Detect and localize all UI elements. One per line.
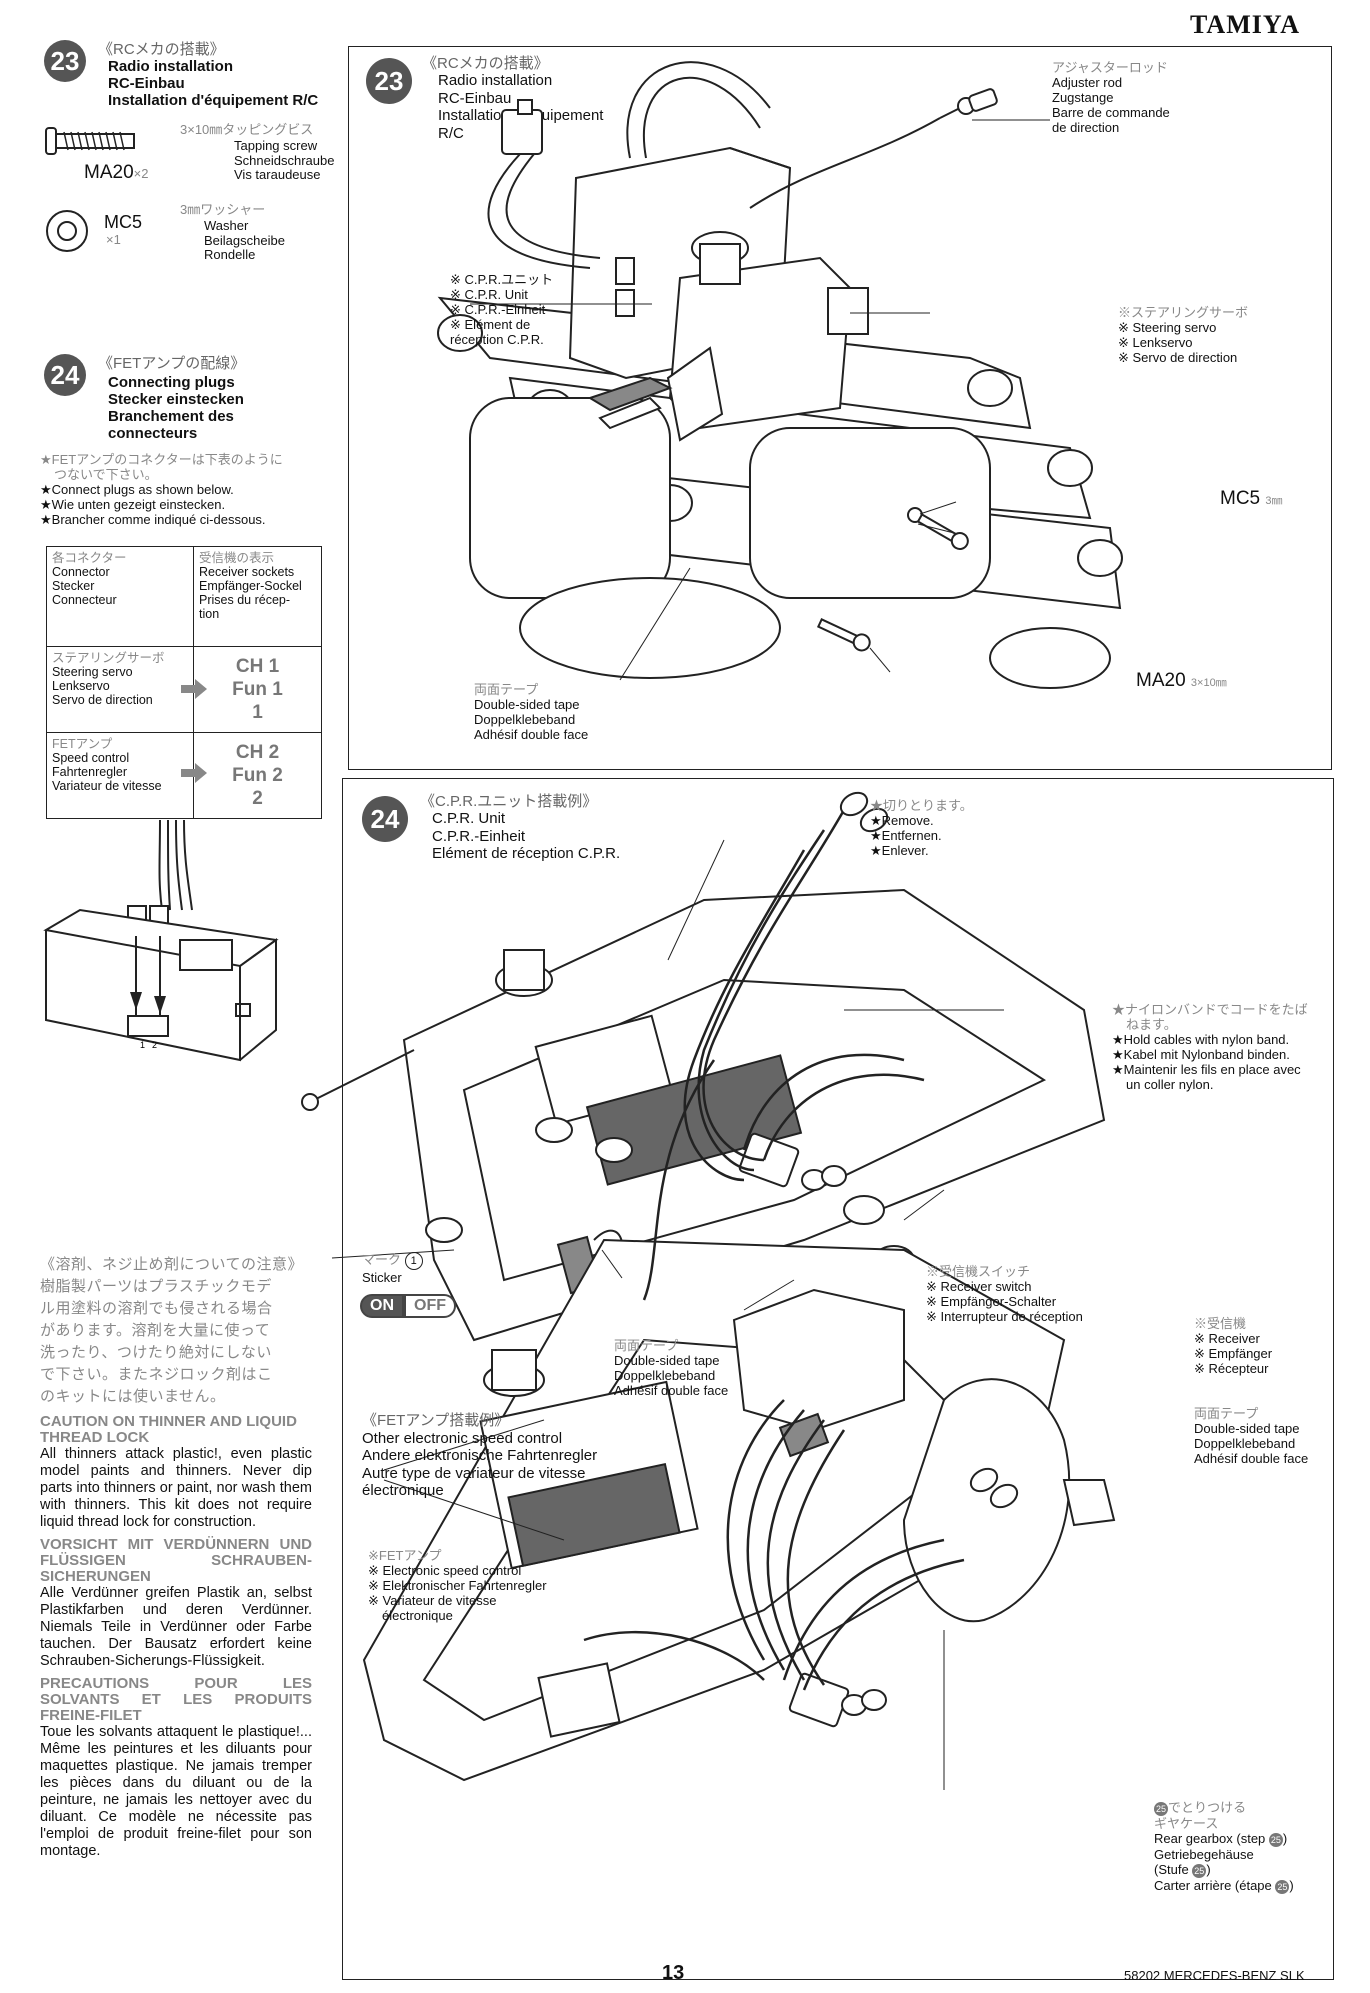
callout-fet: ※FETアンプ ※ Electronic speed control ※ Ele…: [368, 1548, 547, 1623]
caution-body-de: Alle Verdünner greifen Plastik an, selbs…: [40, 1585, 312, 1669]
chassis-radio-drawing: [437, 61, 1123, 689]
on-off-sticker: ON OFF: [360, 1294, 456, 1318]
caution-body-fr: Toue les solvants attaquent le plastique…: [40, 1724, 312, 1859]
table-row: FETアンプ Speed control Fahrtenregler Varia…: [46, 732, 322, 819]
caution-block: 《溶剤、ネジ止め剤についての注意》 樹脂製パーツはプラスチックモデ ル用塗料の溶…: [40, 1254, 312, 1860]
caution-title-de: VORSICHT MIT VERDÜNNERN UND FLÜSSIGEN SC…: [40, 1536, 312, 1585]
callout-receiver: ※受信機 ※ Receiver ※ Empfänger ※ Récepteur: [1194, 1316, 1273, 1376]
washer-names: Washer Beilagscheibe Rondelle: [204, 218, 285, 262]
step-number-badge: 23: [44, 40, 86, 82]
brand-logo: TAMIYA: [1190, 10, 1301, 39]
washer-code: MC5: [104, 212, 143, 232]
caution-title-fr: PRECAUTIONS POUR LES SOLVANTS ET LES PRO…: [40, 1675, 312, 1724]
step-title-de: RC-Einbau: [108, 75, 185, 92]
callout-nylon-band: ★ナイロンバンドでコードをたば ねます。 ★Hold cables with n…: [1112, 1002, 1308, 1092]
connector-table: 各コネクター Connector Stecker Connecteur 受信機の…: [46, 546, 322, 819]
arrow-right-icon: [181, 679, 207, 699]
step-title-fr: connecteurs: [108, 425, 198, 442]
screw-names: Tapping screw Schneidschraube Vis taraud…: [234, 138, 335, 182]
callout-receiver-switch: ※受信機スイッチ ※ Receiver switch ※ Empfänger-S…: [926, 1264, 1083, 1324]
table-header-receiver: 受信機の表示 Receiver sockets Empfänger-Sockel…: [193, 546, 322, 647]
step-titles: C.P.R. Unit C.P.R.-Einheit Elément de ré…: [432, 810, 621, 862]
step-number-badge: 24: [362, 796, 408, 842]
table-header-connector: 各コネクター Connector Stecker Connecteur: [46, 546, 194, 647]
step-title-jp: 《RCメカの搭載》: [98, 41, 225, 58]
step-number-badge: 24: [44, 354, 86, 396]
callout-tape-1: 両面テープ Double-sided tape Doppelklebeband …: [614, 1338, 729, 1398]
callout-steering-servo: ※ステアリングサーボ ※ Steering servo ※ Lenkservo …: [1118, 305, 1249, 365]
screw-code: MA20×2: [84, 162, 149, 183]
tapping-screw-icon: [45, 127, 135, 155]
connect-note: ★FETアンプのコネクターは下表のように つないで下さい。 ★Connect p…: [40, 452, 283, 527]
step-title-de: Stecker einstecken: [108, 391, 244, 408]
step-number-badge: 23: [366, 58, 412, 104]
callout-double-sided-tape: 両面テープ Double-sided tape Doppelklebeband …: [474, 682, 589, 742]
receiver-plug-diagram: 1 2: [43, 819, 279, 1062]
washer-size-jp: 3㎜ワッシャー: [180, 202, 266, 217]
callout-sticker: マーク 1 Sticker: [362, 1252, 423, 1285]
panel-step24: [342, 778, 1334, 1980]
step-title-fr: Branchement des: [108, 408, 234, 425]
callout-remove: ★切りとります。 ★Remove. ★Entfernen. ★Enlever.: [870, 798, 973, 858]
caution-title-en: CAUTION ON THINNER AND LIQUID THREAD LOC…: [40, 1413, 297, 1446]
screw-size-jp: 3×10㎜タッピングビス: [180, 122, 314, 137]
step-title-fr: Installation d'équipement R/C: [108, 92, 319, 109]
arrow-right-icon: [181, 763, 207, 783]
step-title-en: Radio installation: [108, 58, 234, 75]
step-title-jp: 《FETアンプの配線》: [98, 355, 246, 372]
step-title-en: Connecting plugs: [108, 374, 235, 391]
cpr-installation-drawing: [301, 791, 1116, 1790]
table-row: ステアリングサーボ Steering servo Lenkservo Servo…: [46, 646, 322, 733]
step-title-jp: 《RCメカの搭載》: [422, 55, 549, 72]
washer-icon: [46, 210, 88, 252]
callout-mc5: MC5 3㎜: [1220, 488, 1283, 509]
caution-jp: 《溶剤、ネジ止め剤についての注意》 樹脂製パーツはプラスチックモデ ル用塗料の溶…: [40, 1256, 304, 1405]
callout-ma20: MA20 3×10㎜: [1136, 670, 1227, 691]
socket-label: 1: [140, 1040, 145, 1050]
model-name: 58202 MERCEDES-BENZ SLK: [1124, 1968, 1305, 1983]
callout-tape-2: 両面テープ Double-sided tape Doppelklebeband …: [1194, 1406, 1309, 1466]
socket-label: 2: [152, 1040, 157, 1050]
callout-adjuster-rod: アジャスターロッド Adjuster rod Zugstange Barre d…: [1052, 60, 1170, 135]
caution-body-en: All thinners attack plastic!, even plast…: [40, 1446, 312, 1530]
panel-step23: [348, 46, 1332, 770]
page-number: 13: [662, 1962, 685, 1984]
fet-example-title: 《FETアンプ搭載例》 Other electronic speed contr…: [362, 1412, 598, 1499]
step-title-jp: 《C.P.R.ユニット搭載例》: [420, 793, 598, 810]
washer-qty: ×1: [106, 232, 121, 247]
callout-cpr-unit: ※ C.P.R.ユニット ※ C.P.R. Unit ※ C.P.R.-Einh…: [450, 272, 554, 347]
